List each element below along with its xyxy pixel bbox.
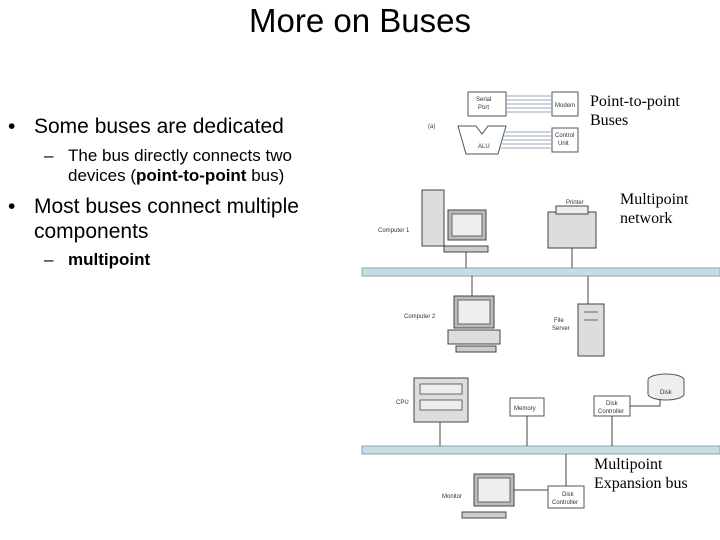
expansion-bus	[361, 445, 720, 455]
label-line: Buses	[590, 112, 629, 129]
sub-line1: The bus directly connects two	[68, 146, 292, 165]
controller-label: Controller	[552, 500, 578, 506]
memory-label: Memory	[514, 406, 536, 412]
label-line: Multipoint	[620, 191, 689, 208]
bullet-line2: components	[34, 220, 149, 243]
controller-label: Controller	[598, 409, 624, 415]
cpu: CPU	[396, 377, 469, 446]
file-label: File	[554, 318, 564, 324]
port-label: Port	[478, 105, 489, 111]
label-multipoint-network: Multipoint network	[620, 190, 688, 228]
dash: –	[44, 146, 54, 165]
control-unit-box	[551, 127, 579, 153]
multipoint-network: Computer 1 Printer Computer 2 File Serve…	[361, 189, 720, 357]
part-a-tag: (a)	[428, 124, 435, 130]
serial-label: Serial	[476, 97, 491, 103]
monitor-label: Monitor	[442, 494, 462, 500]
sub-line2a: devices (	[68, 166, 137, 185]
bullet-text: Most buses connect multiple components	[34, 194, 364, 244]
bullet-list: • Some buses are dedicated – The bus dir…	[8, 115, 299, 269]
keyboard-icon	[461, 511, 507, 519]
server-label: Server	[552, 326, 570, 332]
network-bus	[361, 267, 720, 277]
tower-icon	[421, 189, 445, 247]
bullet-line1: Most buses connect multiple	[34, 195, 299, 218]
bullet-dot: •	[8, 195, 16, 218]
file-server: File Server	[552, 276, 605, 357]
modem-label: Modem	[555, 103, 575, 109]
sub-bold-text: multipoint	[68, 250, 151, 269]
label-point-to-point: Point-to-point Buses	[590, 92, 680, 130]
printer: Printer	[547, 200, 597, 268]
computer2-label: Computer 2	[404, 314, 436, 320]
alu-control-lines	[500, 131, 552, 149]
bullet-dot: •	[8, 115, 16, 138]
point-to-point-diagram: (a) Serial Port Modem Control Unit ALU	[428, 91, 579, 155]
keyboard-icon	[455, 345, 497, 353]
dash: –	[44, 250, 54, 269]
modem-box	[551, 91, 579, 117]
label-line: Multipoint	[594, 456, 663, 473]
disk-controller-2: Disk Controller	[547, 454, 585, 509]
printer-label: Printer	[566, 200, 584, 206]
alu-shape	[457, 125, 507, 155]
memory: Memory	[509, 397, 545, 446]
disk: Disk	[647, 373, 685, 401]
label-line: Point-to-point	[590, 93, 680, 110]
disk-label: Disk	[606, 401, 619, 407]
sub-line2b: bus)	[246, 166, 285, 185]
disk-label: Disk	[562, 492, 575, 498]
alu-label: ALU	[478, 144, 490, 150]
desktop-base-icon	[447, 329, 501, 345]
control-label: Control	[555, 133, 574, 139]
monitor: Monitor	[442, 473, 548, 519]
disk-device-label: Disk	[660, 390, 673, 396]
computer-1: Computer 1	[378, 189, 489, 268]
keyboard-icon	[443, 245, 489, 253]
serial-port-box	[467, 91, 507, 117]
sub-bullet-text: The bus directly connects two devices (p…	[68, 146, 368, 186]
slide-title: More on Buses	[249, 2, 471, 39]
serial-modem-lines	[506, 95, 552, 113]
multipoint-expansion: CPU Memory Disk Controller Disk Monitor	[361, 373, 720, 519]
unit-label: Unit	[558, 141, 569, 147]
computer1-label: Computer 1	[378, 228, 410, 234]
cpu-label: CPU	[396, 400, 409, 406]
label-line: Expansion bus	[594, 475, 688, 492]
printer-icon	[547, 211, 597, 249]
label-line: network	[620, 210, 673, 227]
disk-controller: Disk Controller	[593, 395, 661, 446]
computer-2: Computer 2	[404, 276, 501, 353]
bullet-text: Some buses are dedicated	[34, 115, 284, 138]
server-icon	[577, 303, 605, 357]
sub-bold: point-to-point	[136, 166, 247, 185]
label-multipoint-expansion: Multipoint Expansion bus	[594, 455, 688, 493]
